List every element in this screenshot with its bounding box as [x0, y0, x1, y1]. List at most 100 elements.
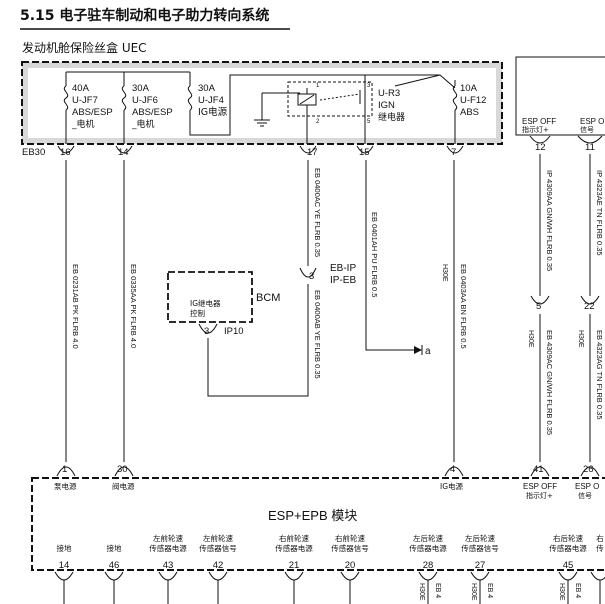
relay-pin-2: 2 [316, 119, 320, 125]
module-bottom-pin: 42 [213, 560, 224, 571]
module-pin-4-label: IG电源 [440, 481, 464, 491]
uec-title: 发动机舱保险丝盒 UEC [22, 40, 147, 55]
fuse-u-f12-desc: ABS [460, 107, 479, 118]
module-bottom-connector [470, 571, 490, 581]
fuse-u-jf7-amp: 40A [72, 83, 90, 94]
relay-u-r3: 1 3 2 5 U-R3 IGN 继电器 [287, 81, 405, 144]
fuse-u-jf4-desc: IG电源 [198, 106, 228, 118]
module-bottom-label-2: 传感器信号 [461, 543, 499, 553]
bcm-pin: 3 [204, 326, 209, 337]
uec-connector-label: EB30 [22, 147, 45, 158]
splice-pin: 3 [309, 271, 314, 282]
wire-41-tag: H30E [527, 330, 534, 348]
module-pin-41-label2: 指示灯+ [526, 491, 553, 500]
module-bottom-connector [418, 571, 438, 581]
wire-a-label: a [425, 346, 431, 357]
wire-11-label: IP 4323AE TN FLRB 0.35 [595, 170, 604, 256]
fuse-u-jf4-symbol [187, 80, 193, 116]
relay-coil-diag [299, 94, 315, 105]
module-pin-26: 26 [583, 464, 594, 475]
fuse-u-jf4-amp: 30A [198, 83, 216, 94]
wire-a-arrow-icon [414, 346, 422, 354]
fuse-u-jf7-desc2: _电机 [71, 118, 95, 130]
relay-box [287, 81, 373, 117]
relay-pin-3: 3 [367, 83, 371, 89]
fuse-u-jf6-amp: 30A [132, 83, 150, 94]
fuse-u-jf7-desc: ABS/ESP [72, 107, 113, 118]
wire-7-tag: H30E [441, 264, 448, 282]
module-bottom-label: 左后轮速 [465, 533, 495, 543]
fuse-u-jf6-desc: ABS/ESP [132, 107, 173, 118]
relay-pin-5: 5 [367, 119, 371, 125]
module-bottom-pin: 28 [423, 560, 434, 571]
splice-name-1: EB-IP [330, 263, 356, 274]
relay-id: U-R3 [378, 88, 400, 99]
wire-17a-label: EB 0400AC YE FLRB 0.35 [313, 168, 322, 257]
esp-off-top-label2: 指示灯+ [522, 125, 549, 134]
module-bottom-pin: 27 [475, 560, 486, 571]
module-bottom-pin: 45 [563, 560, 574, 571]
bcm-inner-2: 控制 [190, 308, 205, 318]
fuse-u-jf6-id: U-JF6 [132, 95, 158, 106]
section-title: 5.15 电子驻车制动和电子助力转向系统 [20, 7, 269, 24]
bcm-connector [198, 323, 218, 334]
fuse-u-jf6-symbol [121, 80, 127, 144]
esp-oi-top-label: ESP OI [580, 117, 605, 126]
module-bottom-label: 左前轮速 [203, 533, 233, 543]
module-bottom-pin: 46 [109, 560, 120, 571]
module-bottom-connector [104, 571, 124, 581]
wire-15-a [365, 160, 420, 351]
module-bottom-label: 左前轮速 [153, 533, 183, 543]
relay-pin-1: 1 [316, 83, 320, 89]
wire-26-label: EB 4323AG TN FLRB 0.35 [595, 330, 604, 420]
fuse-u-f12-id: U-F12 [460, 95, 486, 106]
wire-7-label: EB 0403AA BN FLRB 0.5 [459, 264, 468, 349]
ground-icon [254, 92, 300, 127]
module-bottom-label-2: 传感器信号 [199, 543, 237, 553]
esp-top-pin-11: 11 [585, 142, 595, 153]
fuse-u-jf4-id: U-JF4 [198, 95, 224, 106]
relay-arrow-stem [394, 74, 441, 87]
fuse-u-jf4: 30A U-JF4 IG电源 [187, 72, 366, 136]
module-bottom-pin: 21 [289, 560, 300, 571]
uec-box [21, 61, 503, 145]
module-pin-30-label: 阀电源 [112, 481, 135, 491]
module-bottom-connector [158, 571, 178, 581]
wire-26-tag: H30E [577, 330, 584, 348]
module-bottom-wire-tag: EB 4 [574, 583, 581, 598]
fuse-u-f12-symbol [452, 80, 458, 144]
module-pin-26-label: ESP O [575, 482, 599, 491]
module-bottom-connector [558, 571, 578, 581]
esp-oi-top-label2: 信号 [580, 125, 594, 134]
module-pin-1: 1 [62, 464, 67, 475]
module-bottom-wire-tag: EB 4 [486, 583, 493, 598]
module-bottom-label-2: 传感器电源 [275, 543, 313, 553]
module-bottom-wire-tag: EB 4 [434, 583, 441, 598]
splice-connector [299, 267, 317, 278]
fuse-u-f12-amp: 10A [460, 83, 478, 94]
wire-17b-label: EB 0400AB YE FLRB 0.35 [313, 290, 322, 379]
module-bottom-wire-tag: H30E [470, 583, 477, 601]
uec-pin-17: 17 [307, 147, 318, 158]
bcm-box [167, 271, 253, 323]
module-bottom-pin: 20 [345, 560, 356, 571]
mid-pin-22: 22 [584, 301, 595, 312]
module-bottom-label: 接地 [57, 543, 72, 553]
wire-41-label: EB 4309AC GN/WH FLRB 0.35 [545, 330, 554, 435]
module-bottom-wire-tag: H30E [558, 583, 565, 601]
fuse-u-jf6-desc2: _电机 [131, 118, 155, 130]
module-title: ESP+EPB 模块 [268, 508, 357, 523]
module-bottom-label-2: 传感器电源 [549, 543, 587, 553]
module-bottom-label: 接地 [107, 543, 122, 553]
module-bottom-pin: 43 [163, 560, 174, 571]
module-top-curves [56, 466, 600, 477]
wire-12-label: IP 4309AA GN/WH FLRB 0.35 [545, 170, 554, 271]
esp-off-top-label: ESP OFF [522, 117, 556, 126]
relay-desc: 继电器 [378, 111, 405, 123]
fuse-u-jf4-to-relay [189, 74, 366, 136]
module-bottom-label: 右后轮速 [553, 533, 583, 543]
fuse-u-jf7-id: U-JF7 [72, 95, 98, 106]
fuse-u-f12: 10A U-F12 ABS [452, 80, 486, 144]
